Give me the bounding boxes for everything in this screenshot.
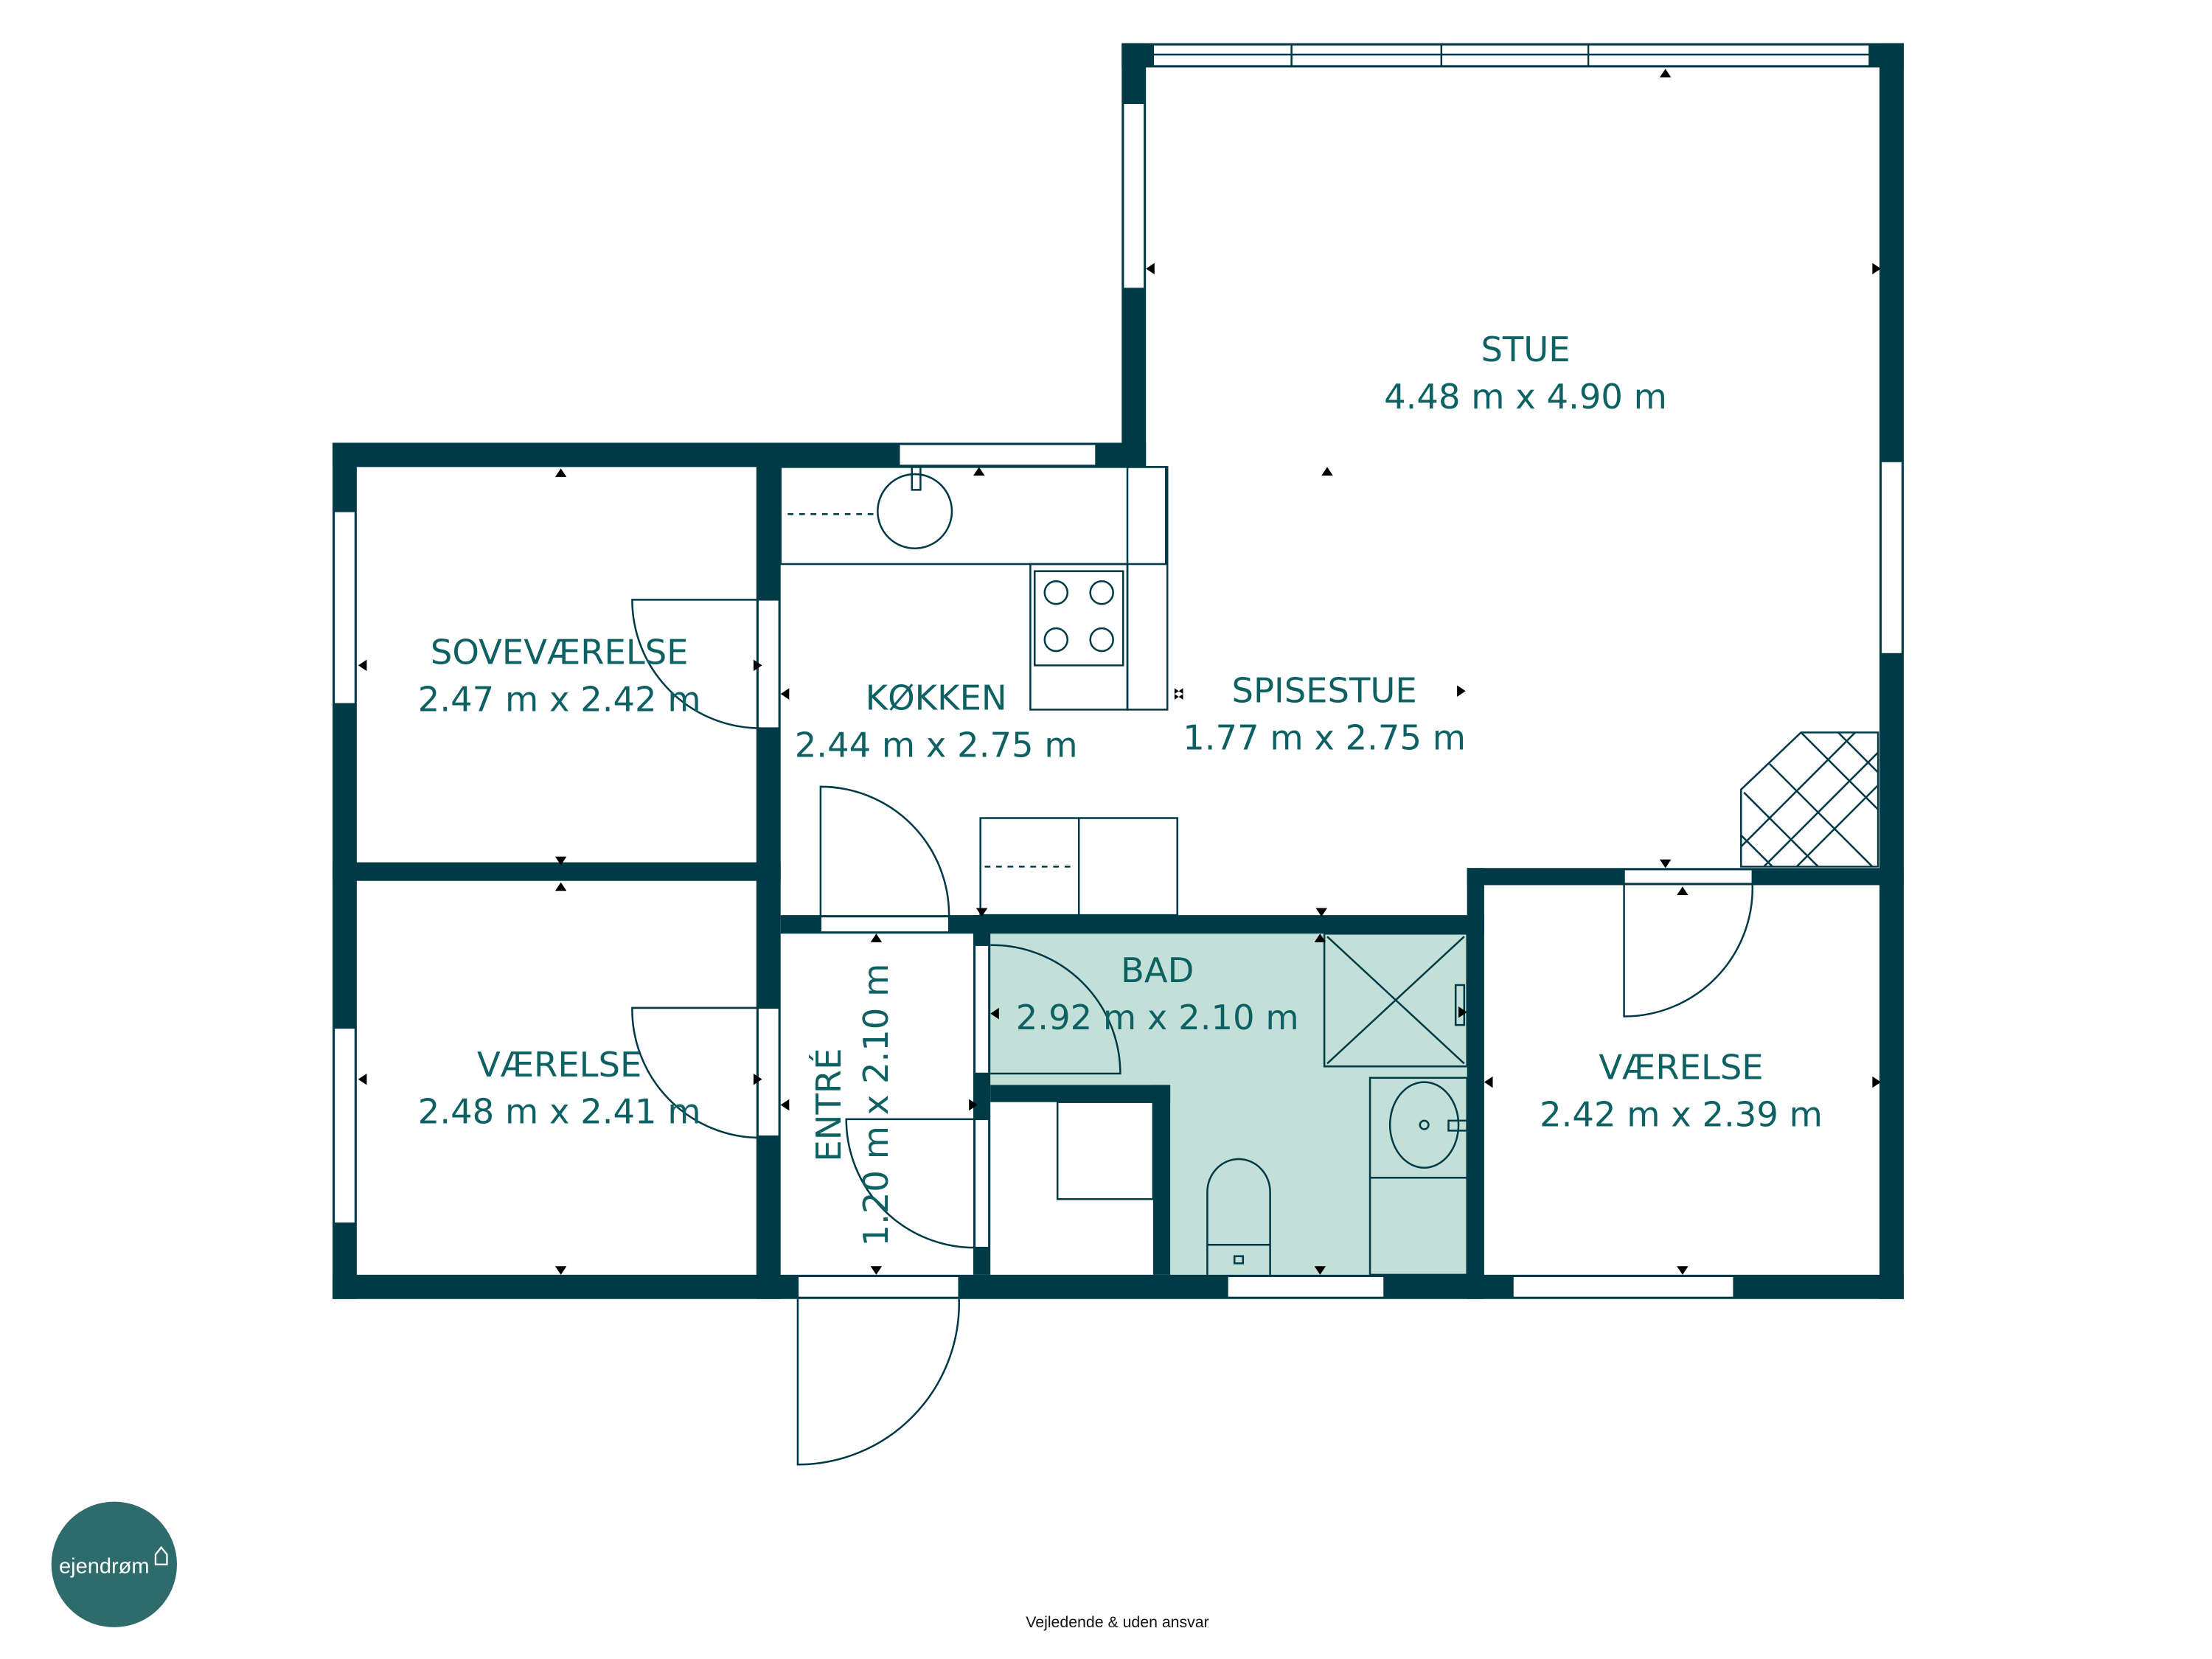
room-size-vaerelse-left: 2.48 m x 2.41 m bbox=[418, 1092, 701, 1132]
room-size-sovevaerelse: 2.47 m x 2.42 m bbox=[418, 679, 701, 719]
door-swings bbox=[631, 599, 1754, 1466]
room-size-kokken: 2.44 m x 2.75 m bbox=[795, 725, 1078, 765]
room-name-vaerelse-right: VÆRELSE bbox=[1599, 1048, 1763, 1088]
room-size-vaerelse-right: 2.42 m x 2.39 m bbox=[1540, 1095, 1823, 1135]
room-name-kokken: KØKKEN bbox=[866, 678, 1007, 717]
bathroom-floor bbox=[990, 933, 1467, 1275]
kitchen-fixtures bbox=[779, 466, 1879, 917]
room-size-spisestue: 1.77 m x 2.75 m bbox=[1183, 718, 1466, 758]
room-size-bad: 2.92 m x 2.10 m bbox=[1016, 998, 1299, 1037]
windows bbox=[333, 44, 1904, 1299]
disclaimer: Vejledende & uden ansvar bbox=[1026, 1613, 1208, 1631]
logo-text: ejendrøm bbox=[59, 1554, 150, 1578]
room-name-bad: BAD bbox=[1121, 950, 1194, 990]
ejendrom-logo: ejendrøm bbox=[51, 1501, 177, 1627]
room-name-sovevaerelse: SOVEVÆRELSE bbox=[431, 632, 689, 672]
house-icon bbox=[154, 1545, 168, 1565]
room-size-entre: 1.20 m x 2.10 m bbox=[856, 964, 896, 1247]
room-name-entre: ENTRÉ bbox=[809, 1048, 849, 1162]
room-size-stue: 4.48 m x 4.90 m bbox=[1384, 377, 1667, 417]
room-name-vaerelse-left: VÆRELSE bbox=[477, 1045, 641, 1085]
room-name-spisestue: SPISESTUE bbox=[1232, 671, 1417, 711]
bath-fixtures bbox=[1056, 933, 1468, 1276]
room-name-stue: STUE bbox=[1481, 330, 1570, 369]
